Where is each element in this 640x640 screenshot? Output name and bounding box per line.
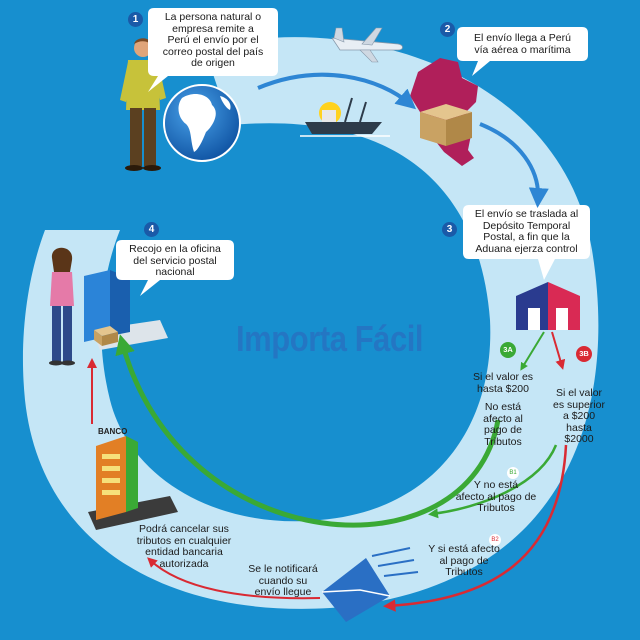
bubble-step-3 [463,205,590,280]
branch-3a-condition: Si el valor es hasta $200 [462,371,544,395]
package-box-icon [420,104,472,146]
text-line: afecto al [483,412,523,425]
arrow-3b-to-notice [383,444,568,612]
text-line: Si el valor es [472,371,534,383]
bank-building-icon [88,436,178,530]
branch-b2-badge: B2 [489,534,501,546]
page-title: Importa Fácil [236,318,424,359]
text-line: empresa remite a [172,22,254,35]
text-line: Tributos [477,502,515,514]
text-line: El envío llega a Perú [474,32,571,44]
arrow-b1 [428,444,558,519]
text-line: Y si está afecto [428,543,500,555]
text-line: Depósito Temporal [482,219,571,232]
arrow-peru-to-deposit [479,122,549,208]
text-line: autorizada [159,557,209,570]
woman-figure [49,247,75,366]
text-line: afecto al pago de [455,490,537,503]
text-line: correo postal del país [162,45,264,58]
step-2-text: El envío llega a Perú vía aérea o maríti… [457,32,588,56]
branch-b2-text: Y si está afecto al pago de Tributos [418,543,510,579]
step-3-text: El envío se traslada al Depósito Tempora… [463,208,590,255]
text-line: Y no está [473,479,519,491]
text-line: La persona natural o [164,11,262,23]
envelope-icon [321,547,419,622]
branch-3b-badge: 3B [576,346,592,362]
notice-text: Se le notificará cuando su envío llegue [238,563,328,599]
text-line: envío llegue [254,586,312,598]
text-line: Recojo en la oficina [129,243,221,255]
bank-label: BANCO [98,427,128,436]
step-4-text: Recojo en la oficina del servicio postal… [116,243,234,279]
step-3-badge: 3 [442,222,457,237]
text-line: del servicio postal [133,254,217,267]
text-line: Aduana ejerza control [475,242,578,255]
text-line: Postal, a fin que la [483,231,570,243]
airplane-icon [331,27,403,63]
ship-icon [300,97,390,137]
customs-building-icon [516,282,580,330]
arrow-3a-to-pickup [115,334,501,528]
arrow-deposit-to-3b [551,331,566,370]
text-line: No está [484,401,522,413]
text-line: $2000 [564,433,594,445]
branch-b1-badge: B1 [507,467,519,479]
text-line: Perú el envío por el [167,34,259,46]
text-line: hasta $200 [477,382,529,395]
text-line: hasta [566,421,592,434]
text-line: tributos en cualquier [136,534,232,547]
text-line: nacional [155,266,195,278]
text-line: de origen [191,57,235,69]
bubble-step-1 [148,8,278,92]
text-line: Tributos [484,435,522,448]
arrow-deposit-to-3a [520,331,545,371]
bubble-step-4 [116,240,234,296]
arrow-origin-to-peru [257,72,417,110]
text-line: a $200 [562,410,596,422]
branch-3a-result: No está afecto al pago de Tributos [462,401,544,448]
text-line: Si el valor [555,387,603,399]
text-line: Podrá cancelar sus [139,523,229,535]
cycle-ring [22,37,599,609]
globe-icon [163,84,241,162]
text-line: cuando su [258,574,308,587]
text-line: pago de [484,424,522,436]
arrow-notice-to-bank [147,557,321,600]
bank-text: Podrá cancelar sus tributos en cualquier… [128,523,240,570]
text-line: al pago de [439,554,489,567]
text-line: entidad bancaria [145,546,223,558]
step-2-badge: 2 [440,22,455,37]
step-1-badge: 1 [128,12,143,27]
bubble-step-2 [457,27,588,76]
text-line: vía aérea o marítima [474,43,571,56]
branch-b1-text: Y no está afecto al pago de Tributos [446,479,546,515]
text-line: es superior [553,398,605,411]
text-line: Tributos [445,566,483,578]
step-4-badge: 4 [144,222,159,237]
text-line: El envío se traslada al [474,208,579,220]
step-1-text: La persona natural o empresa remite a Pe… [148,11,278,70]
text-line: Se le notificará [248,563,318,575]
branch-3a-badge: 3A [500,342,516,358]
branch-3b-condition: Si el valor es superior a $200 hasta $20… [546,387,612,446]
